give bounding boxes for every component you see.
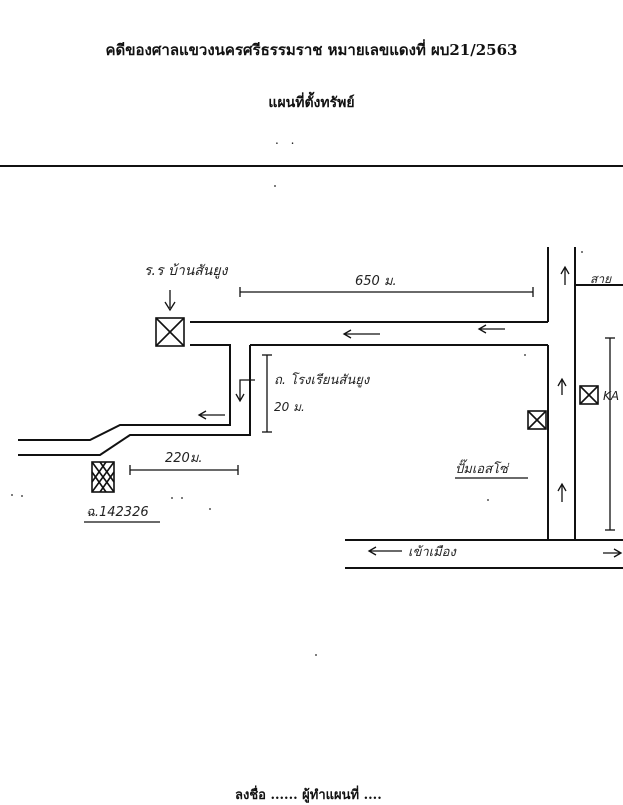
parcel-label: ฉ.142326 (86, 505, 149, 520)
parcel-marker (91, 461, 115, 493)
arrow-up-1 (557, 377, 567, 395)
road-left-inner (18, 345, 251, 456)
case-title: คดีของศาลแขวงนครศรีธรรมราช หมายเลขแดงที่… (105, 41, 518, 59)
arrow-up-2 (557, 482, 567, 502)
dorm-arrow (239, 379, 255, 400)
dist-20-label: 20 ม. (274, 400, 305, 414)
arrow-to-city (367, 546, 402, 556)
school-marker (155, 317, 185, 347)
road-lines (18, 247, 623, 569)
dist-220-label: 220ม. (165, 451, 203, 466)
arrow-up-3 (560, 265, 570, 285)
arrow-left-1 (342, 329, 380, 339)
gas-station-label: ปั๊มเอสโซ่ (455, 459, 510, 477)
right-marker (579, 385, 599, 405)
road-left-outer (18, 344, 231, 441)
dist-650-label: 650 ม. (355, 274, 397, 289)
arrow-left-2 (477, 324, 505, 334)
scan-specks (11, 185, 583, 656)
bottom-signature-line: ลงชื่อ ...... ผู้ทำแผนที่ .... (235, 788, 382, 803)
dots: . . (275, 133, 299, 147)
gas-station-marker (527, 410, 547, 430)
right-mid-label: KA (603, 389, 619, 403)
to-city-label: เข้าเมือง (408, 545, 457, 560)
dorm-label: ถ. โรงเรียนสันยูง (274, 372, 371, 388)
school-label: ร.ร บ้านสันยูง (144, 263, 229, 279)
arrow-left-3 (197, 410, 225, 420)
right-top-label: สาย (590, 272, 612, 286)
arrow-right-bottom (603, 548, 623, 558)
header-divider (0, 165, 623, 167)
map-heading: แผนที่ตั้งทรัพย์ (268, 95, 355, 111)
